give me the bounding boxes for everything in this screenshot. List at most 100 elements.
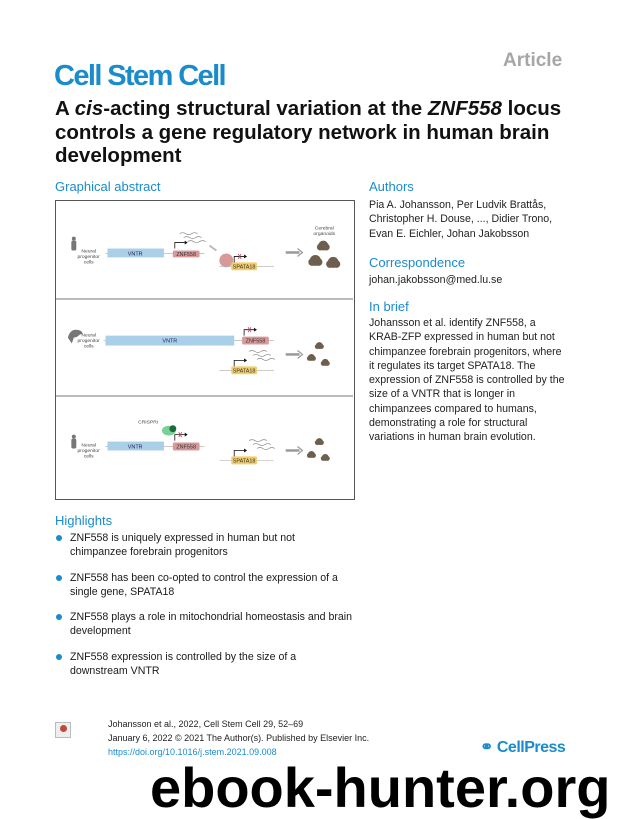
highlight-text: ZNF558 plays a role in mitochondrial hom…	[70, 611, 353, 638]
promoter-arrow-icon	[233, 359, 245, 367]
journal-logo: Cell Stem Cell	[54, 60, 227, 92]
crispri-label: CRISPRi	[138, 420, 158, 426]
title-segment: locus controls a gene regulatory network…	[55, 97, 562, 167]
vntr-bar	[105, 335, 235, 346]
promoter-arrow-icon	[233, 256, 245, 263]
znf558-gene-label: ZNF558	[176, 445, 196, 451]
blocked-icon	[247, 327, 252, 333]
in-brief-line: KRAB-ZFP expressed in human but not	[369, 331, 555, 344]
promoter-arrow-icon	[174, 434, 185, 441]
organoid-icon	[306, 450, 316, 458]
organoid-icon	[326, 256, 341, 268]
citation: Johansson et al., 2022, Cell Stem Cell 2…	[108, 719, 304, 729]
cells-label-line: Neural	[81, 248, 96, 254]
highlights-list: ZNF558 is uniquely expressed in human bu…	[55, 531, 355, 689]
in-brief-line: it regulates its target SPATA18. The	[369, 359, 536, 372]
in-brief-line: variations in human brain evolution.	[369, 431, 536, 444]
chimpanzee-icon	[67, 329, 83, 344]
promoter-arrow-icon	[174, 242, 185, 249]
blocked-icon	[237, 253, 242, 260]
in-brief-line: chimpanzees compared to humans,	[369, 402, 537, 415]
bullet-icon	[56, 653, 62, 660]
vntr-label: VNTR	[128, 445, 143, 451]
highlight-text: ZNF558 has been co-opted to control the …	[70, 571, 338, 598]
in-brief-line: size of a VNTR that is longer in	[369, 388, 516, 401]
spata18-mrna-icon	[248, 439, 275, 450]
znf558-protein-icon	[219, 253, 234, 268]
spata18-gene: SPATA18	[231, 366, 257, 374]
author-line: Pia A. Johansson, Per Ludvik Brattås,	[369, 199, 547, 211]
vntr-label: VNTR	[162, 339, 177, 345]
title-segment: A	[55, 97, 75, 120]
highlight-text: ZNF558 is uniquely expressed in human bu…	[70, 532, 295, 559]
highlight-text: ZNF558 expression is controlled by the s…	[70, 650, 297, 678]
organoid-icon	[316, 240, 330, 251]
highlights-heading: Highlights	[55, 513, 113, 528]
cells-label-line: Neural	[81, 333, 96, 339]
watermark: ebook-hunter.org	[150, 756, 611, 819]
correspondence-heading: Correspondence	[369, 255, 466, 270]
cells-label-line: Neural	[81, 443, 96, 449]
doi-link[interactable]: https://doi.org/10.1016/j.stem.2021.09.0…	[108, 746, 277, 757]
organoid-icon	[306, 353, 316, 361]
citation-footer: Johansson et al., 2022, Cell Stem Cell 2…	[108, 718, 369, 759]
spata18-mrna-icon	[248, 350, 275, 361]
promoter-arrow-icon	[233, 450, 245, 457]
spata18-gene-label: SPATA18	[233, 368, 256, 374]
authors-list: Pia A. Johansson, Per Ludvik Brattås, Ch…	[369, 198, 552, 241]
human-icon	[71, 434, 77, 449]
cells-label-line: progenitor	[78, 448, 101, 454]
graphical-abstract-heading: Graphical abstract	[55, 179, 161, 194]
znf558-gene-label: ZNF558	[246, 339, 266, 345]
bullet-icon	[56, 535, 62, 541]
znf558-mrna-icon	[179, 232, 206, 243]
vntr-bar	[107, 441, 164, 451]
blocked-icon	[178, 431, 183, 438]
cellpress-link-icon: ⚭	[480, 739, 493, 756]
cells-label-line: cells	[84, 344, 94, 350]
arrow-icon	[285, 350, 304, 359]
in-brief-heading: In brief	[369, 299, 409, 314]
znf558-gene: ZNF558	[242, 336, 269, 345]
publisher-name: CellPress	[496, 739, 566, 756]
spata18-gene: SPATA18	[231, 456, 257, 464]
title-segment: ZNF558	[427, 97, 502, 120]
paper-title: A cis-acting structural variation at the…	[55, 97, 603, 168]
cells-label-line: cells	[84, 259, 94, 265]
arrow-icon	[285, 248, 304, 257]
publication-date: January 6, 2022 © 2021 The Author(s). Pu…	[108, 732, 370, 743]
author-line: Christopher H. Douse, ..., Didier Trono,	[369, 213, 553, 226]
bullet-icon	[56, 574, 62, 581]
organoid-icon	[308, 254, 323, 266]
title-segment: -acting structural variation at the	[103, 97, 428, 120]
highlight-item: ZNF558 has been co-opted to control the …	[55, 571, 355, 600]
spata18-gene-label: SPATA18	[233, 264, 256, 270]
title-segment: cis	[74, 97, 104, 120]
authors-heading: Authors	[369, 179, 414, 194]
cells-label-line: progenitor	[78, 254, 101, 260]
human-icon	[71, 236, 77, 251]
author-line: Evan E. Eichler, Johan Jakobsson	[369, 227, 530, 240]
znf558-gene: ZNF558	[172, 442, 200, 451]
organoids-label-line: organoids	[313, 231, 335, 237]
cells-label-line: cells	[84, 453, 94, 459]
highlight-item: ZNF558 expression is controlled by the s…	[55, 650, 355, 679]
cellpress-logo: ⚭ CellPress	[480, 738, 566, 758]
in-brief-line: chimpanzee forebrain progenitors, where	[369, 345, 562, 358]
in-brief-line: demonstrating a role for structural	[369, 417, 528, 430]
cells-label-line: progenitor	[78, 338, 101, 344]
article-type: Article	[503, 50, 563, 71]
organoid-icon	[314, 342, 324, 350]
correspondence-email[interactable]: johan.jakobsson@med.lu.se	[369, 274, 503, 286]
check-for-updates-icon[interactable]	[55, 722, 71, 738]
spata18-gene-label: SPATA18	[233, 458, 256, 464]
in-brief-line: expression of ZNF558 is controlled by th…	[369, 374, 565, 387]
highlight-item: ZNF558 is uniquely expressed in human bu…	[55, 531, 355, 560]
spata18-gene: SPATA18	[231, 262, 257, 270]
arrow-icon	[285, 446, 304, 455]
